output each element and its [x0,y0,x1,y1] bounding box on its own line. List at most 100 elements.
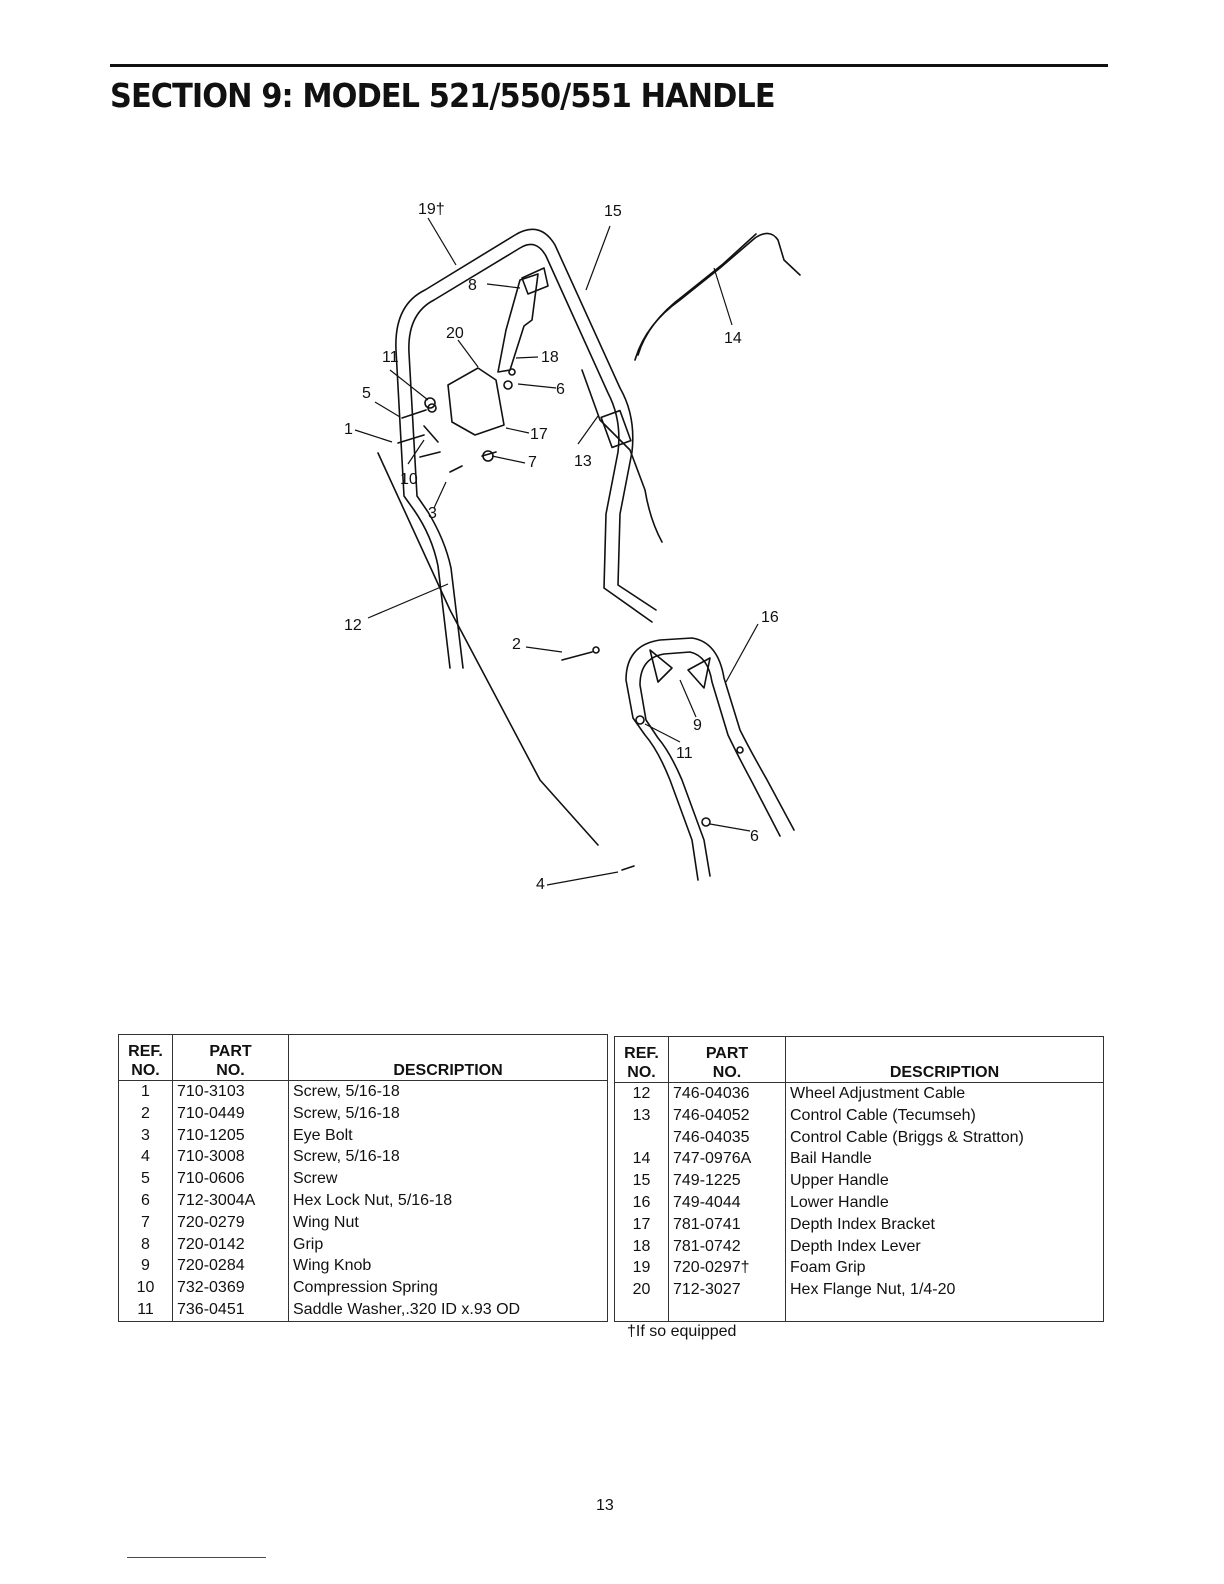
footnote: †If so equipped [627,1323,737,1340]
hyperlink-underline [127,1557,266,1558]
ref-no-cell: 8 [118,1233,173,1256]
callout-7: 7 [528,454,537,471]
callout-11-lower: 11 [676,745,693,762]
callout-9: 9 [693,717,702,734]
callout-19: 19† [418,201,445,218]
part-no-cell: 710-1205 [172,1124,289,1147]
ref-no-cell: 18 [614,1235,669,1258]
ref-no-cell: 2 [118,1102,173,1125]
part-no-cell: 720-0279 [172,1211,289,1234]
callout-12: 12 [344,617,362,634]
callout-6-lower: 6 [750,828,759,845]
depth-index-lever [497,273,539,373]
ref-no-cell: 19 [614,1257,669,1280]
callout-6-upper: 6 [556,381,565,398]
part-no-cell: 746-04052 [668,1104,786,1127]
description-cell: Screw, 5/16-18 [293,1148,400,1166]
description-cell: Wheel Adjustment Cable [790,1085,966,1102]
ref-no-cell: 9 [118,1255,173,1278]
part-no-cell: 746-04036 [668,1082,786,1105]
top-rule [110,64,1108,67]
diagram-callouts: 19† 15 8 20 11 18 6 5 1 17 7 13 10 3 14 … [344,201,779,893]
callout-11-upper: 11 [382,349,399,366]
description-cell: Control Cable (Tecumseh) [790,1106,976,1124]
callout-3: 3 [428,505,437,522]
part-no-cell: 710-0449 [172,1102,289,1125]
ref-no-cell: 13 [614,1104,669,1127]
callout-5: 5 [362,385,371,402]
description-cell: Hex Lock Nut, 5/16-18 [293,1191,453,1209]
description-cell: Control Cable (Briggs & Stratton) [790,1128,1024,1146]
description-cell: Screw, 5/16-18 [293,1104,400,1122]
callout-16: 16 [761,609,779,626]
depth-index-bracket [447,367,505,436]
description-cell: Saddle Washer,.320 ID x.93 OD [293,1300,521,1318]
callout-13: 13 [574,453,592,470]
description-cell: Compression Spring [293,1279,438,1297]
part-no-cell: 732-0369 [172,1277,289,1299]
callout-20: 20 [446,325,464,342]
part-no-cell: 746-04035 [668,1126,786,1149]
upper-handle [395,228,657,669]
exploded-parts-diagram: 19† 15 8 20 11 18 6 5 1 17 7 13 10 3 14 … [344,201,801,893]
description-cell: Wing Nut [293,1213,359,1231]
part-no-cell: 736-0451 [172,1298,289,1322]
callout-4: 4 [536,876,545,893]
ref-no-cell: 15 [614,1170,669,1192]
ref-no-cell: 20 [614,1279,669,1301]
grip [521,267,549,295]
part-no-cell: 720-0142 [172,1233,289,1256]
ref-no-cell: 7 [118,1211,173,1234]
ref-no-cell: 6 [118,1189,173,1212]
part-no-cell: 712-3027 [668,1279,786,1301]
description-cell: Eye Bolt [293,1126,353,1144]
description-cell: Depth Index Bracket [790,1215,935,1233]
description-cell: Grip [293,1235,324,1253]
ref-no-cell: 1 [118,1080,173,1103]
part-no-cell: 712-3004A [172,1189,289,1212]
page-number: 13 [596,1497,614,1514]
callout-8: 8 [468,277,477,294]
ref-no-cell: 16 [614,1191,669,1214]
callout-15: 15 [604,203,622,220]
callout-10: 10 [400,471,418,488]
table-filler-row [614,1300,1104,1322]
callout-14: 14 [724,330,742,347]
wheel-adjustment-cable [377,452,599,846]
ref-no-cell: 14 [614,1148,669,1171]
ref-no-cell: 3 [118,1124,173,1147]
description-cell: Bail Handle [790,1150,872,1168]
part-no-cell: 720-0297† [668,1257,786,1280]
description-cell: Foam Grip [790,1259,866,1277]
description-cell: Upper Handle [790,1172,889,1190]
description-cell: Screw [293,1170,338,1188]
ref-no-cell: 5 [118,1168,173,1190]
description-cell: Wing Knob [293,1257,372,1275]
